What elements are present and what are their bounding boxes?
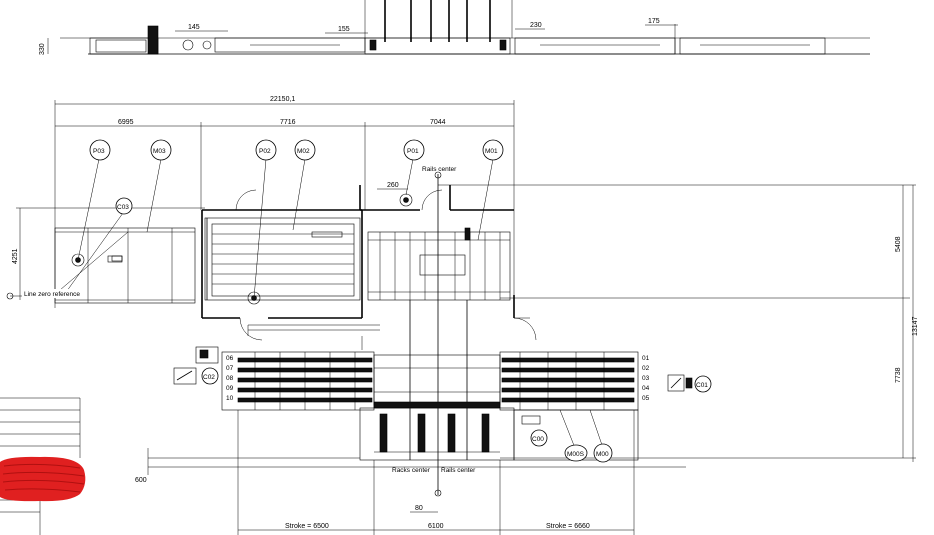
label-m01: M01 (482, 139, 504, 161)
dim-145: 145 (188, 24, 200, 31)
rack-row-08: 08 (226, 375, 234, 382)
label-c00: C00 (530, 429, 548, 447)
label-p03: P03 (89, 139, 111, 161)
rack-row-06: 06 (226, 355, 234, 362)
red-stamp (0, 456, 86, 502)
dim-175: 175 (648, 18, 660, 25)
dim-330: 330 (39, 43, 46, 55)
dim-13147: 13147 (912, 316, 919, 336)
line-zero-reference: Line zero reference (24, 291, 80, 298)
title-block (0, 397, 81, 535)
rack-labels-right: 01 02 03 04 05 (642, 355, 650, 402)
racks-center: Racks center (392, 467, 431, 474)
rails-center-top: Rails center (422, 166, 457, 173)
rack-row-02: 02 (642, 365, 650, 372)
label-m00s: M00S (564, 444, 588, 462)
walls (201, 185, 537, 350)
dim-4251: 4251 (12, 248, 19, 264)
control-panels (107, 255, 693, 392)
dim-7716: 7716 (280, 119, 296, 126)
rack-row-07: 07 (226, 365, 234, 372)
label-p01: P01 (403, 139, 425, 161)
line-m01 (367, 227, 511, 301)
svg-text:M01: M01 (485, 148, 498, 155)
svg-text:P01: P01 (407, 148, 419, 155)
label-c01: C01 (694, 375, 712, 393)
rack-row-05: 05 (642, 395, 650, 402)
svg-text:M02: M02 (297, 148, 310, 155)
dim-80: 80 (415, 505, 423, 512)
svg-text:M00S: M00S (567, 451, 585, 458)
rack-row-09: 09 (226, 385, 234, 392)
svg-text:M00: M00 (596, 451, 609, 458)
svg-text:P02: P02 (259, 148, 271, 155)
label-m00: M00 (593, 443, 613, 463)
label-c03: C03 (115, 197, 133, 215)
label-m03: M03 (150, 139, 172, 161)
dim-7738: 7738 (895, 367, 902, 383)
svg-text:M03: M03 (153, 148, 166, 155)
dim-5408: 5408 (895, 236, 902, 252)
svg-text:C00: C00 (532, 436, 544, 443)
rack-row-01: 01 (642, 355, 650, 362)
markers (6, 193, 413, 305)
label-p02: P02 (255, 139, 277, 161)
dim-6995: 6995 (118, 119, 134, 126)
label-m02: M02 (294, 139, 316, 161)
rack-row-03: 03 (642, 375, 650, 382)
dim-260: 260 (387, 182, 399, 189)
svg-text:C03: C03 (117, 204, 129, 211)
dim-155: 155 (338, 26, 350, 33)
stroke-left: Stroke = 6500 (285, 523, 329, 530)
svg-text:P03: P03 (93, 148, 105, 155)
line-m03 (54, 227, 196, 304)
line-m02 (204, 217, 361, 301)
leader-lines (63, 158, 604, 449)
rack-row-10: 10 (226, 395, 234, 402)
dim-230: 230 (530, 22, 542, 29)
rack-labels-left: 06 07 08 09 10 (226, 355, 234, 402)
dim-6100: 6100 (428, 523, 444, 530)
plan-dimensions: 22150,1 6995 7716 7044 260 4251 5408 131… (12, 96, 919, 535)
dim-600: 600 (135, 477, 147, 484)
dim-7044: 7044 (430, 119, 446, 126)
rails-center-bottom: Rails center (441, 467, 476, 474)
svg-text:C02: C02 (203, 374, 215, 381)
label-c02: C02 (201, 367, 219, 385)
dim-total: 22150,1 (270, 96, 295, 103)
rack-right (499, 351, 639, 461)
rack-center (359, 354, 515, 461)
stroke-right: Stroke = 6660 (546, 523, 590, 530)
center-rails (409, 171, 468, 497)
rack-row-04: 04 (642, 385, 650, 392)
svg-text:C01: C01 (696, 382, 708, 389)
side-view: 145 155 230 175 330 (39, 0, 870, 55)
rack-left (221, 351, 375, 411)
